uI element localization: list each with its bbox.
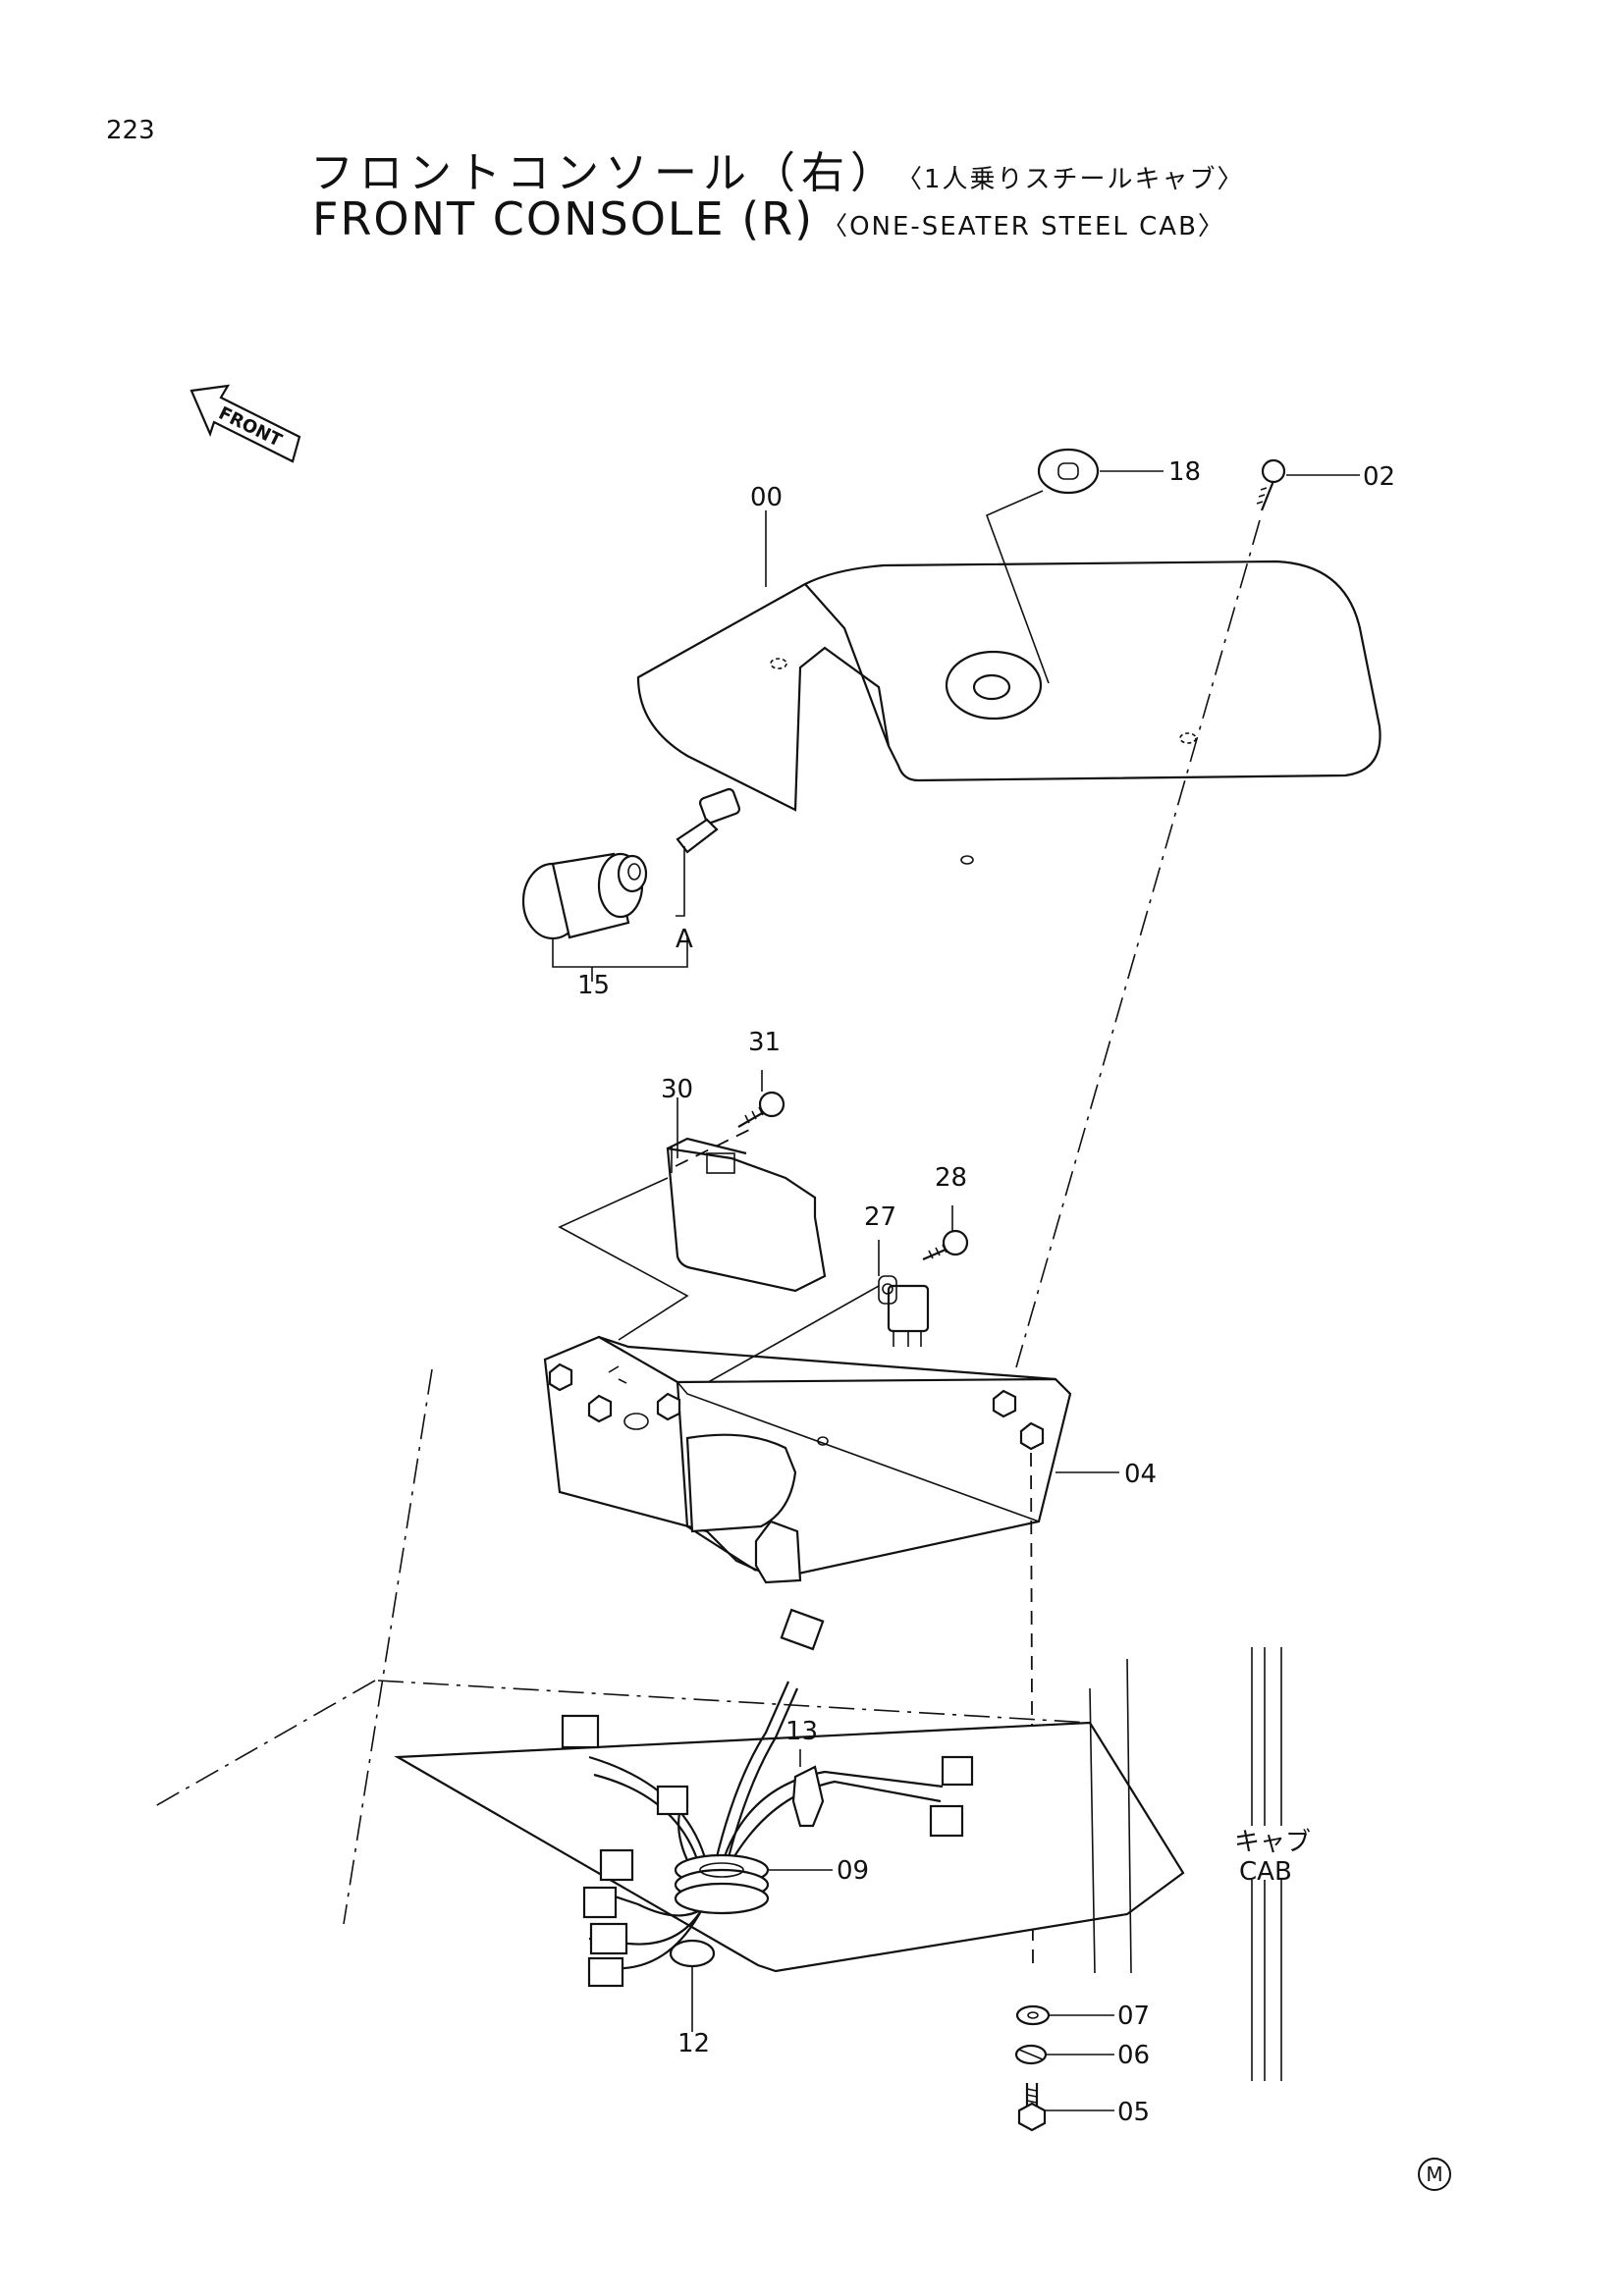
screw-02 xyxy=(1256,458,1286,511)
callout-27: 27 xyxy=(864,1202,896,1232)
reference-letter-a: A xyxy=(676,925,693,954)
fasteners-05-06-07 xyxy=(1014,2004,1051,2132)
cab-wall xyxy=(1251,1647,1282,2081)
title-english: FRONT CONSOLE (R)〈ONE-SEATER STEEL CAB〉 xyxy=(312,192,1225,245)
screw-31 xyxy=(737,1091,785,1128)
ignition-key xyxy=(676,787,741,917)
title-en-main: FRONT CONSOLE (R) xyxy=(312,192,815,245)
title-en-sub: 〈ONE-SEATER STEEL CAB〉 xyxy=(822,212,1225,241)
callout-30: 30 xyxy=(661,1075,693,1104)
callout-05: 05 xyxy=(1117,2098,1150,2127)
screw-28 xyxy=(922,1229,969,1261)
wire-harness-09 xyxy=(561,1608,974,1988)
callout-13: 13 xyxy=(785,1717,818,1746)
corner-mark: M xyxy=(1418,2158,1451,2191)
callout-09: 09 xyxy=(837,1856,869,1886)
callout-18: 18 xyxy=(1168,457,1201,487)
callout-12: 12 xyxy=(677,2029,710,2058)
relay-30 xyxy=(558,1128,827,1341)
cap-18 xyxy=(985,448,1100,684)
callout-15: 15 xyxy=(577,971,610,1000)
callout-31: 31 xyxy=(748,1028,781,1057)
floor-plate xyxy=(154,1368,1185,1974)
front-direction-arrow: FRONT xyxy=(189,384,301,463)
callout-04: 04 xyxy=(1124,1460,1157,1489)
title-jp-sub: 〈1人乗りスチールキャブ〉 xyxy=(909,165,1245,194)
callout-28: 28 xyxy=(935,1163,967,1193)
relay-27 xyxy=(686,1275,930,1395)
callout-06: 06 xyxy=(1117,2041,1150,2070)
callout-07: 07 xyxy=(1117,2002,1150,2031)
cab-label-jp: キャブ xyxy=(1234,1828,1311,1857)
callout-00: 00 xyxy=(750,483,783,512)
cab-label-en: CAB xyxy=(1239,1857,1292,1887)
title-japanese: フロントコンソール（右） 〈1人乗りスチールキャブ〉 xyxy=(310,137,1245,200)
leader-lines xyxy=(591,470,1360,2111)
bracket-04 xyxy=(543,1335,1072,1584)
front-console-cover xyxy=(636,560,1381,865)
key-switch-15 xyxy=(521,852,688,968)
page-number: 223 xyxy=(106,116,155,145)
title-jp-main: フロントコンソール（右） xyxy=(310,148,899,198)
callout-02: 02 xyxy=(1363,462,1395,492)
